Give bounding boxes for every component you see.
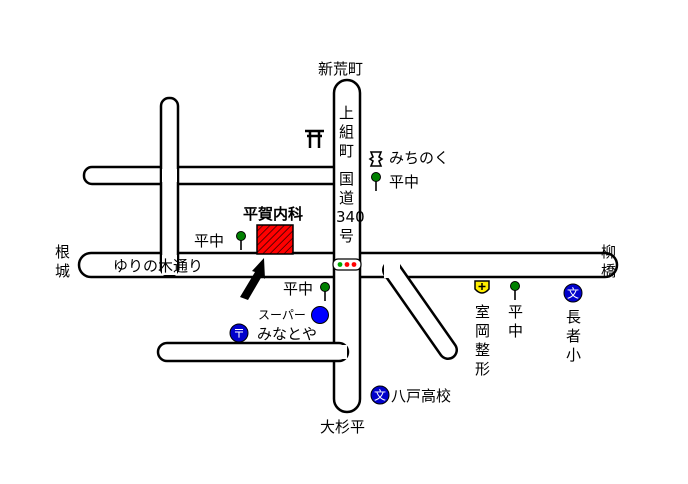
junction-fill (384, 256, 400, 278)
label-yurinoki-street: ゆりの木通り (113, 257, 203, 275)
svg-text:橋: 橋 (601, 262, 616, 280)
svg-text:平: 平 (508, 303, 523, 321)
svg-text:町: 町 (339, 142, 354, 160)
clinic-icon (474, 280, 490, 294)
junction-fill (336, 169, 358, 182)
bus-stop-icon (236, 231, 246, 250)
svg-text:長: 長 (566, 308, 581, 326)
upper-street (82, 165, 360, 186)
label-west: 根 城 (55, 243, 70, 280)
svg-text:340: 340 (336, 208, 365, 226)
label-east: 柳 橋 (601, 243, 616, 280)
svg-text:中: 中 (508, 322, 523, 340)
label-hiranaka-right: 平中 (389, 173, 419, 191)
label-south: 大杉平 (320, 418, 365, 436)
svg-text:整: 整 (475, 341, 490, 359)
svg-text:根: 根 (55, 243, 70, 261)
svg-text:岡: 岡 (475, 322, 490, 340)
junction-fill (336, 345, 347, 359)
supermarket-icon (311, 306, 329, 324)
hiraga-clinic-building[interactable] (256, 224, 294, 255)
label-michinoku: みちのく (389, 149, 449, 167)
shrine-icon (305, 129, 324, 148)
svg-text:文: 文 (567, 286, 579, 301)
label-hiranaka-left: 平中 (194, 232, 224, 250)
post-office-icon: 〒 (229, 323, 249, 343)
left-north-road (159, 96, 180, 278)
svg-text:国: 国 (339, 170, 354, 188)
svg-text:室: 室 (475, 303, 490, 321)
label-route-340: 国 道 340 号 (336, 170, 365, 245)
traffic-signal-icon (332, 258, 362, 271)
label-kamikumi: 上 組 町 (339, 104, 354, 160)
label-north: 新荒町 (318, 60, 363, 78)
michinoku-icon (368, 151, 384, 167)
route-340 (332, 78, 362, 414)
school-icon: 文 (370, 385, 390, 405)
label-hiranaka-below: 平中 (283, 280, 313, 298)
svg-text:号: 号 (339, 227, 354, 245)
label-super: スーパー (258, 308, 306, 322)
bus-stop-icon (371, 172, 381, 191)
label-hiranaka-vertical: 平 中 (508, 303, 523, 340)
svg-text:文: 文 (374, 388, 386, 403)
bus-stop-icon (320, 282, 330, 301)
svg-text:城: 城 (55, 262, 70, 280)
svg-text:道: 道 (339, 189, 354, 207)
lower-west-street (156, 341, 350, 363)
junction-fill (162, 255, 177, 275)
svg-text:〒: 〒 (233, 327, 245, 341)
svg-text:上: 上 (339, 104, 354, 122)
diagonal-road-fill (384, 262, 456, 358)
junction-fill (162, 169, 177, 182)
label-hachinohe-high: 八戸高校 (391, 387, 451, 405)
school-icon: 文 (563, 283, 583, 303)
svg-text:組: 組 (339, 123, 354, 141)
bus-stop-icon (510, 281, 520, 300)
label-choja-elementary: 長 者 小 (566, 308, 581, 364)
svg-text:者: 者 (566, 327, 581, 345)
destination-label: 平賀内科 (243, 205, 303, 223)
svg-text:柳: 柳 (601, 243, 616, 261)
arrow-icon (240, 258, 265, 300)
label-minatoya: みなとや (257, 325, 317, 343)
svg-text:小: 小 (566, 346, 581, 364)
label-muroka-clinic: 室 岡 整 形 (475, 303, 490, 378)
svg-text:形: 形 (475, 360, 490, 378)
